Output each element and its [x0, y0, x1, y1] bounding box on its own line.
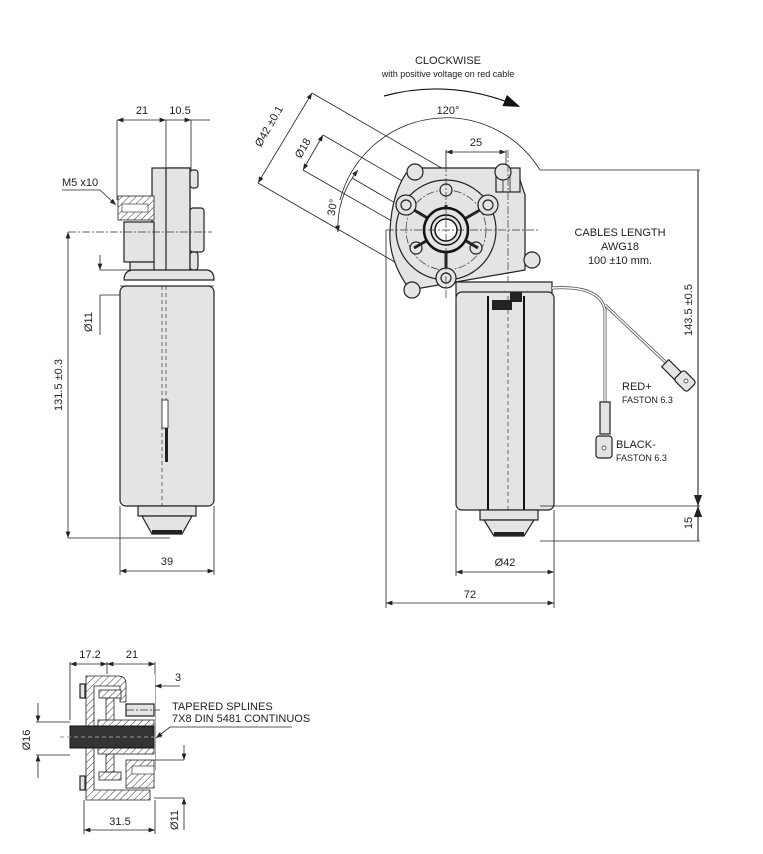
dim-total-width: 72	[464, 589, 476, 601]
red-connector: FASTON 6.3	[622, 395, 673, 405]
dim-bottom: 15	[683, 517, 695, 529]
side-view: 21 10.5 M5 x10 Ø11	[53, 105, 215, 575]
black-faston-connector-icon	[595, 401, 613, 459]
black-connector: FASTON 6.3	[616, 453, 667, 463]
spline-label-1: TAPERED SPLINES	[172, 701, 273, 713]
cables-gauge: AWG18	[601, 241, 639, 253]
dim-10-5: 10.5	[169, 105, 190, 117]
dim-angle: 30°	[326, 198, 341, 216]
motor-body	[119, 285, 215, 507]
dim-height: 131.5 ±0.3	[53, 359, 65, 411]
front-view: Ø42 ±0.1 Ø18 30° 25	[253, 92, 703, 608]
red-label: RED+	[622, 381, 652, 393]
dim-section-left: 17.2	[79, 649, 100, 661]
motor-body-front	[455, 291, 555, 511]
rotation-annotation: CLOCKWISE with positive voltage on red c…	[381, 55, 521, 117]
red-faston-connector-icon	[660, 358, 696, 392]
dim-body-dia: Ø42	[495, 557, 516, 569]
dim-section-offset: 3	[175, 672, 181, 684]
cables-title: CABLES LENGTH	[574, 227, 665, 239]
dim-flange-dia: Ø42 ±0.1	[253, 104, 286, 149]
thread-label: M5 x10	[62, 177, 98, 189]
clockwise-arrow-icon	[383, 88, 521, 107]
section-view: 17.2 21 3 TAPERED SPLINES 7X8 DIN 5481 C…	[21, 649, 310, 834]
dim-21: 21	[136, 105, 148, 117]
spline-label-2: 7X8 DIN 5481 CONTINUOS	[172, 713, 310, 725]
cables-length: 100 ±10 mm.	[588, 255, 652, 267]
dim-width: 39	[161, 556, 173, 568]
rotation-subtitle: with positive voltage on red cable	[381, 69, 515, 79]
dim-hole-spacing: 25	[470, 137, 482, 149]
dim-section-mid: 21	[126, 649, 138, 661]
rotation-title: CLOCKWISE	[415, 55, 481, 67]
dim-total-height: 143.5 ±0.5	[683, 284, 695, 336]
dim-shaft-dia: Ø11	[83, 312, 95, 332]
dim-section-shaft: Ø11	[169, 810, 181, 830]
rotation-angle: 120°	[437, 105, 460, 117]
black-label: BLACK-	[616, 439, 656, 451]
dim-section-width: 31.5	[109, 816, 130, 828]
dim-bore: Ø16	[21, 730, 33, 751]
